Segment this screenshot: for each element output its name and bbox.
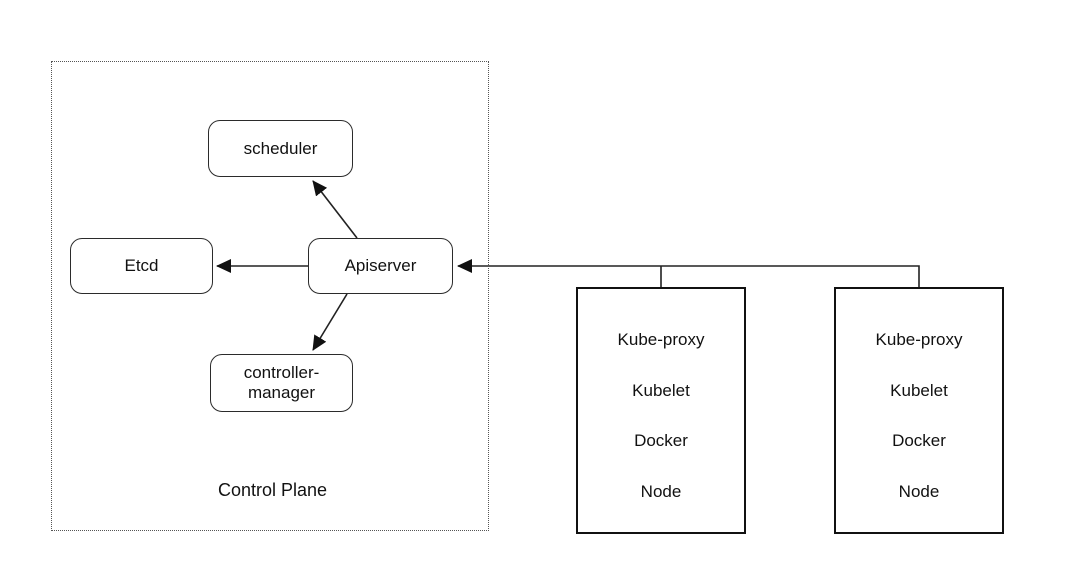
- worker-node-2-kube-proxy-label: Kube-proxy: [875, 330, 963, 349]
- scheduler-box: scheduler: [208, 120, 353, 177]
- etcd-label: Etcd: [124, 256, 159, 275]
- controller-manager-label: controller-manager: [243, 363, 320, 402]
- control-plane-boundary: [51, 61, 489, 531]
- controller-manager-box: controller-manager: [210, 354, 353, 412]
- worker-node-2-kubelet-label: Kubelet: [890, 380, 948, 400]
- worker-node-1-kube-proxy-label: Kube-proxy: [617, 330, 705, 349]
- control-plane-label: Control Plane: [217, 480, 328, 500]
- scheduler-label: scheduler: [243, 138, 318, 158]
- arrow-nodes-to-apiserver: [457, 259, 920, 288]
- worker-node-1-kubelet-label: Kubelet: [632, 380, 690, 400]
- apiserver-label: Apiserver: [344, 256, 417, 275]
- worker-node-1: Kube-proxy Kubelet Docker Node: [576, 287, 746, 534]
- apiserver-box: Apiserver: [308, 238, 453, 294]
- etcd-box: Etcd: [70, 238, 213, 294]
- worker-node-2: Kube-proxy Kubelet Docker Node: [834, 287, 1004, 534]
- worker-node-1-docker-label: Docker: [634, 431, 688, 451]
- worker-node-2-docker-label: Docker: [892, 431, 946, 451]
- worker-node-2-node-label: Node: [898, 481, 940, 501]
- worker-node-1-node-label: Node: [640, 481, 682, 501]
